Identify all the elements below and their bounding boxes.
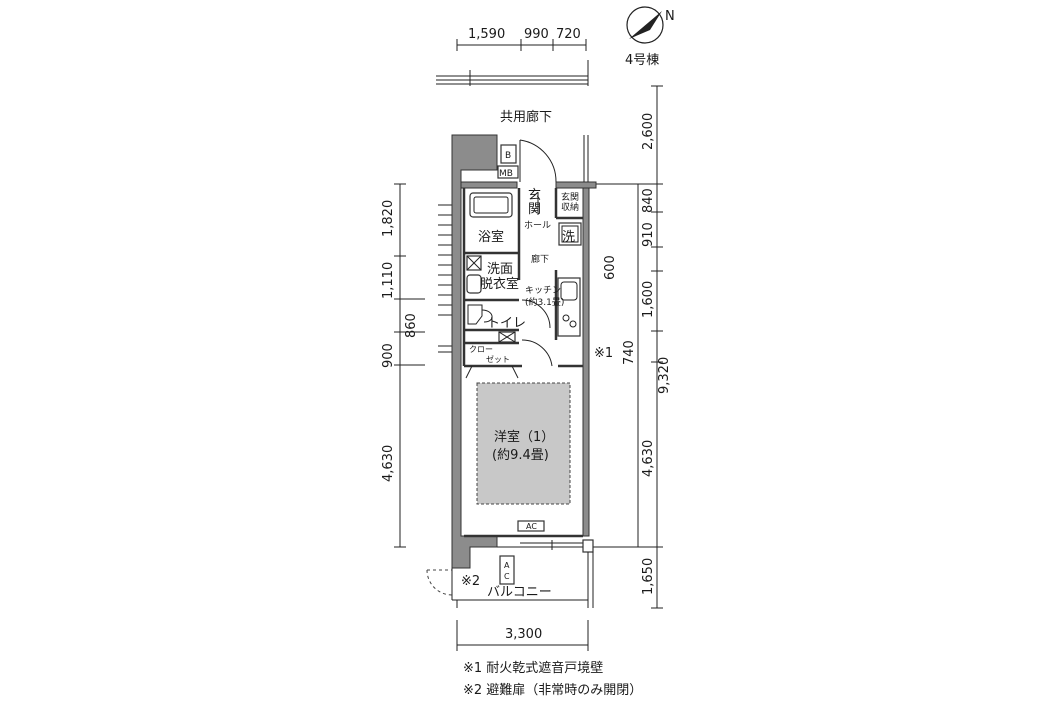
- right-wall: [582, 187, 590, 537]
- left-dim-5: 4,630: [381, 445, 396, 482]
- right-dim-3: 910: [641, 222, 656, 247]
- bottom-dimension-line: 3,300: [456, 620, 589, 651]
- left-dim-2: 1,110: [381, 262, 396, 299]
- right-dim-1: 2,600: [641, 113, 656, 150]
- ac-outdoor-label-c: C: [504, 572, 510, 581]
- genkan-storage-label-2: 収納: [561, 201, 579, 213]
- right-total-dim: 9,320: [657, 357, 672, 394]
- note-2: ※2 避難扉（非常時のみ開閉）: [463, 682, 642, 698]
- outer-walls: [451, 134, 597, 569]
- top-dim-3: 720: [556, 27, 581, 42]
- meter-box: [497, 165, 519, 179]
- note-1: ※1 耐火乾式遮音戸境壁: [463, 660, 603, 676]
- right-dim-2: 840: [641, 188, 656, 213]
- right-dimension-lines: 2,600 840 910 600 1,600 740 4,630 1,650 …: [586, 85, 672, 609]
- top-wall-right: [555, 181, 597, 189]
- ac-outdoor-label-a: A: [504, 561, 510, 570]
- toilet-label: トイレ: [487, 316, 526, 331]
- washroom-label-1: 洗面: [487, 262, 513, 277]
- genkan-label-2: 関: [528, 202, 541, 217]
- top-wall-left: [460, 181, 518, 189]
- corridor-railing: [436, 60, 589, 86]
- ac-unit: [517, 520, 545, 532]
- western-room-floor: [476, 382, 571, 505]
- neighbor-wall-ticks: [438, 204, 452, 353]
- toilet-door-swing: [521, 299, 551, 329]
- closet-label-2: ゼット: [486, 354, 510, 364]
- evacuation-door-swing: [426, 569, 453, 596]
- bath-label: 浴室: [478, 229, 504, 245]
- genkan-label-1: 玄: [528, 188, 541, 203]
- compass: N 4号棟: [625, 6, 675, 68]
- left-dim-1: 1,820: [381, 200, 396, 237]
- right-dim-4: 600: [603, 255, 618, 280]
- balcony-label: バルコニー: [487, 585, 552, 600]
- ac-unit-label: AC: [526, 522, 537, 531]
- breaker-label: B: [505, 151, 511, 161]
- north-label: N: [665, 9, 675, 24]
- rouka-label: 廊下: [531, 253, 549, 265]
- laundry-label: 洗: [562, 230, 575, 245]
- partitions: [462, 188, 583, 538]
- top-dimension-line: 1,590 990 720: [456, 27, 587, 51]
- meter-label: MB: [499, 169, 513, 179]
- bathtub: [469, 192, 513, 218]
- compass-needle-icon: [629, 11, 662, 39]
- washing-machine-pan: [558, 222, 582, 246]
- wash-basin: [466, 274, 482, 294]
- genkan-storage-label-1: 玄関: [561, 191, 579, 203]
- building-label: 4号棟: [625, 53, 659, 68]
- left-dim-4: 900: [381, 343, 396, 368]
- hall-label: ホール: [524, 220, 551, 231]
- stove-burner-icon: [562, 314, 570, 322]
- top-dim-2: 990: [524, 27, 549, 42]
- top-dim-1: 1,590: [468, 27, 505, 42]
- left-dim-3: 860: [404, 313, 419, 338]
- toilet-fixture: [467, 304, 493, 325]
- breaker-box: [500, 144, 517, 164]
- compass-circle: [626, 6, 664, 44]
- right-dim-6: 740: [622, 340, 637, 365]
- kitchen-label: キッチン: [525, 285, 561, 296]
- right-dim-7: 4,630: [641, 440, 656, 477]
- door-mark-2: ※2: [461, 574, 480, 589]
- wall-mark-1: ※1: [594, 346, 613, 361]
- sink-icon: [560, 281, 578, 301]
- entrance-door: [519, 139, 557, 183]
- stove-burner-icon: [569, 320, 577, 328]
- kitchen-size-label: (約3.1畳): [525, 296, 564, 308]
- western-room-size: (約9.4畳): [492, 448, 549, 463]
- western-room-label: 洋室（1）: [494, 429, 554, 445]
- balcony-post: [582, 539, 594, 553]
- washroom-label-2: 脱衣室: [480, 276, 519, 292]
- room-door-swing: [521, 339, 553, 367]
- right-dim-8: 1,650: [641, 558, 656, 595]
- corridor-label: 共用廊下: [500, 109, 552, 125]
- left-dimension-line: 1,820 1,110 860 900 4,630: [381, 183, 425, 548]
- ac-outdoor-unit: [499, 555, 515, 585]
- room-labels: 玄 関 玄関 収納 ホール 浴室 洗 廊下 洗面 脱衣室 キッチン (約3.1畳…: [461, 188, 613, 600]
- closet-label-1: クロー: [469, 345, 493, 354]
- bottom-dim: 3,300: [505, 627, 542, 642]
- right-dim-5: 1,600: [641, 281, 656, 318]
